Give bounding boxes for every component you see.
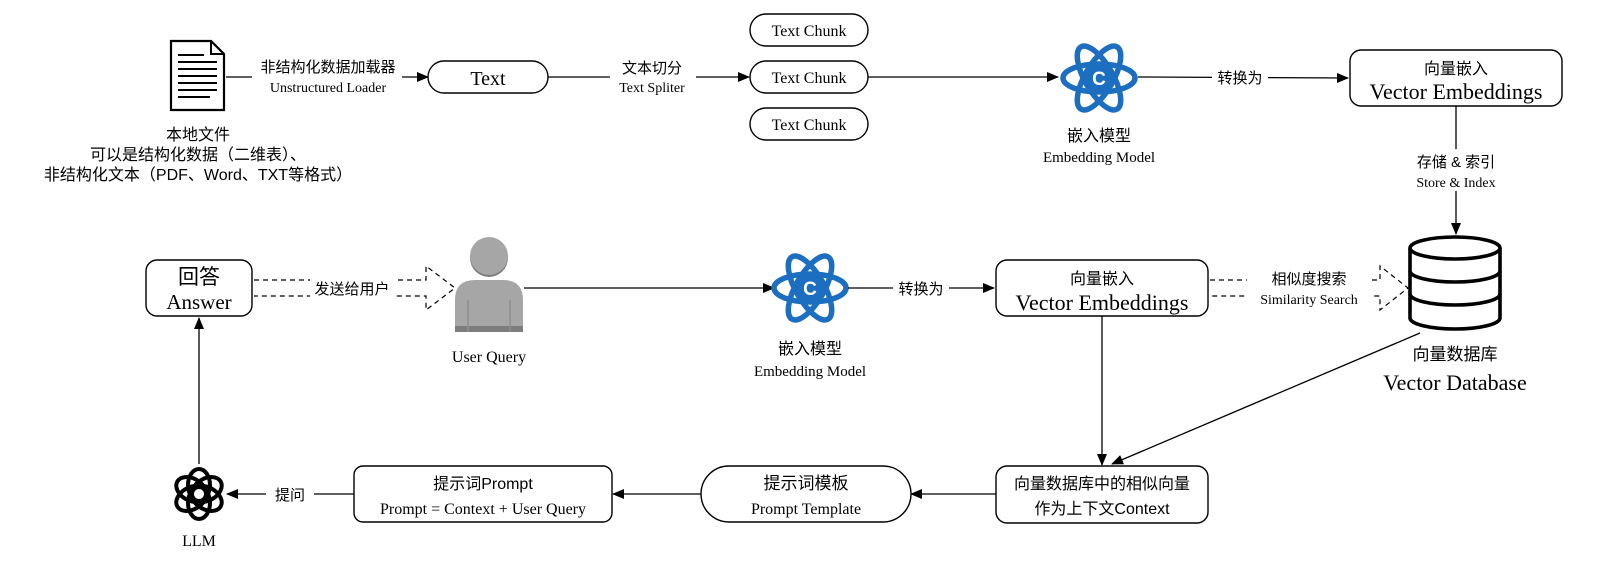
context-node: 向量数据库中的相似向量 作为上下文Context xyxy=(995,465,1209,524)
user-query-label: User Query xyxy=(452,349,526,366)
text-chunk-label: Text Chunk xyxy=(772,70,847,87)
local-file-line1: 可以是结构化数据（二维表）、 xyxy=(90,146,306,164)
embed-model-mid-zh: 嵌入模型 xyxy=(778,340,842,358)
db-to-context-arrow xyxy=(1111,332,1421,465)
loader-label-zh: 非结构化数据加载器 xyxy=(260,59,395,76)
document-icon xyxy=(169,39,226,112)
vector-embeddings-top: 向量嵌入 Vector Embeddings xyxy=(1349,49,1563,107)
text-chunk-label: Text Chunk xyxy=(772,23,847,40)
context-line2: 作为上下文Context xyxy=(1034,500,1170,518)
splitter-label-en: Text Spliter xyxy=(619,81,685,96)
prompt-zh: 提示词Prompt xyxy=(433,475,533,493)
embed-model-top-zh: 嵌入模型 xyxy=(1067,127,1131,145)
answer-node: 回答 Answer xyxy=(145,259,253,317)
prompt-template-node: 提示词模板 Prompt Template xyxy=(700,465,912,523)
text-chunk-1: Text Chunk xyxy=(749,13,869,47)
embed-model-mid-en: Embedding Model xyxy=(754,364,866,380)
answer-zh: 回答 xyxy=(178,266,220,289)
openai-logo-icon xyxy=(174,467,224,521)
store-index-zh: 存储 & 索引 xyxy=(1417,154,1495,171)
atom-icon: C xyxy=(771,253,849,323)
convert-mid-label: 转换为 xyxy=(898,281,943,298)
vector-embeddings-top-zh: 向量嵌入 xyxy=(1424,60,1488,78)
answer-en: Answer xyxy=(166,290,231,314)
convert-top-label: 转换为 xyxy=(1217,70,1262,87)
prompt-en: Prompt = Context + User Query xyxy=(380,501,586,518)
loader-label-en: Unstructured Loader xyxy=(270,81,387,96)
vector-db-zh: 向量数据库 xyxy=(1413,345,1498,364)
similarity-search-en: Similarity Search xyxy=(1260,293,1358,308)
vector-embeddings-mid: 向量嵌入 Vector Embeddings xyxy=(995,259,1209,317)
local-file-title: 本地文件 xyxy=(166,126,230,144)
send-to-user-label: 发送给用户 xyxy=(314,281,389,298)
database-icon xyxy=(1408,235,1502,331)
text-chunk-label: Text Chunk xyxy=(772,117,847,134)
vector-embeddings-mid-zh: 向量嵌入 xyxy=(1070,270,1134,288)
atom-icon: C xyxy=(1060,43,1138,113)
vector-embeddings-top-en: Vector Embeddings xyxy=(1370,79,1543,104)
text-node: Text xyxy=(427,60,549,94)
text-node-label: Text xyxy=(470,68,506,90)
embed-model-top-en: Embedding Model xyxy=(1043,150,1155,166)
vector-embeddings-mid-en: Vector Embeddings xyxy=(1016,290,1189,315)
text-chunk-3: Text Chunk xyxy=(749,107,869,141)
store-index-en: Store & Index xyxy=(1416,176,1495,191)
similarity-search-zh: 相似度搜索 xyxy=(1271,271,1346,288)
local-file-line2: 非结构化文本（PDF、Word、TXT等格式） xyxy=(44,166,352,184)
llm-label: LLM xyxy=(182,533,216,550)
svg-text:C: C xyxy=(803,279,817,300)
splitter-label-zh: 文本切分 xyxy=(622,60,682,77)
prompt-template-zh: 提示词模板 xyxy=(764,474,849,493)
user-icon xyxy=(455,237,523,332)
prompt-template-en: Prompt Template xyxy=(751,501,861,518)
prompt-node: 提示词Prompt Prompt = Context + User Query xyxy=(353,465,613,523)
context-line1: 向量数据库中的相似向量 xyxy=(1014,475,1190,493)
svg-text:C: C xyxy=(1092,69,1106,90)
ask-label: 提问 xyxy=(275,487,305,504)
text-chunk-2: Text Chunk xyxy=(749,60,869,94)
vector-db-en: Vector Database xyxy=(1383,370,1527,395)
